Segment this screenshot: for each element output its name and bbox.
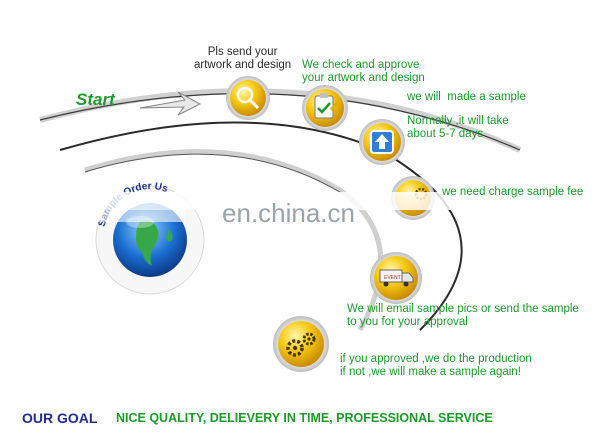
step-6-icon xyxy=(273,316,329,372)
start-label: Start xyxy=(76,90,115,109)
start-arrow xyxy=(139,91,202,116)
step-6-label: We will email sample pics or send the sa… xyxy=(347,303,579,328)
flow-arc-outer-dark xyxy=(39,93,521,151)
step-3-label: we will made a sample xyxy=(407,91,526,103)
step-1-icon xyxy=(226,76,270,120)
step-3-icon xyxy=(359,119,405,165)
step-2-label: We check and approve your artwork and de… xyxy=(302,59,425,84)
svg-text:EVENT: EVENT xyxy=(384,275,401,281)
flow-arc-outer xyxy=(39,88,522,153)
magnifier-icon xyxy=(236,86,254,104)
goal-title: OUR GOAL xyxy=(22,410,98,426)
goal-text: NICE QUALITY, DELIEVERY IN TIME, PROFESS… xyxy=(116,411,493,425)
step-5-icon: EVENT xyxy=(370,252,422,304)
step-5-label: we need charge sample fee xyxy=(442,186,584,198)
step-1-label: Pls send your artwork and design xyxy=(194,46,292,71)
step-2-icon xyxy=(302,85,348,131)
upload-arrow-icon xyxy=(375,134,389,149)
clipboard-check-icon xyxy=(314,95,334,119)
watermark-text: en.china.cn xyxy=(222,198,355,228)
delivery-truck-icon: EVENT xyxy=(379,269,414,287)
gears-icon xyxy=(286,332,316,357)
flow-arc-inner-dark xyxy=(84,153,341,193)
watermark-band xyxy=(0,192,600,210)
step-4-label: Normally ,it will take about 5-7 days xyxy=(407,115,509,140)
step-7-label: if you approved ,we do the production if… xyxy=(340,353,532,378)
